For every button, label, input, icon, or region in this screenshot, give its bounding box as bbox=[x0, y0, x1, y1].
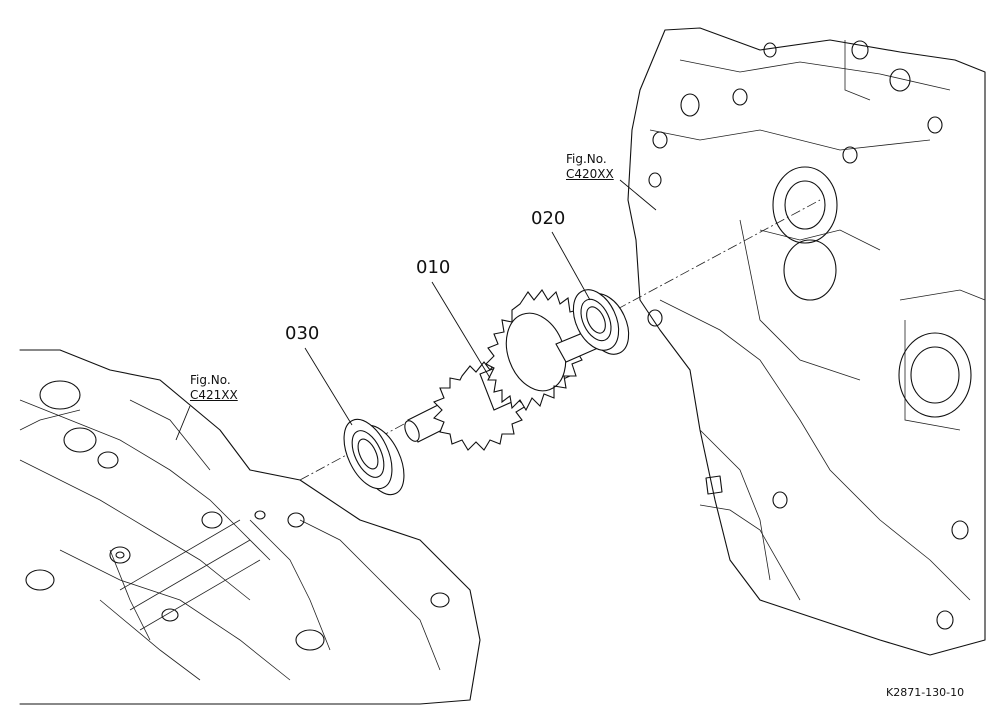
gear-shaft-assembly bbox=[404, 289, 599, 451]
callout-030: 030 bbox=[285, 323, 320, 344]
front-ball-bearing bbox=[572, 289, 630, 355]
leader-010 bbox=[431, 281, 491, 379]
drawing-reference-number: K2871-130-10 bbox=[886, 686, 965, 699]
leader-030 bbox=[304, 347, 353, 426]
rear-ball-bearing bbox=[343, 418, 405, 496]
callout-010: 010 bbox=[416, 257, 451, 278]
callout-020: 020 bbox=[531, 208, 566, 229]
right-transmission-case bbox=[627, 27, 986, 656]
figure-ref-right-code: C420XX bbox=[566, 167, 614, 181]
figure-ref-left-code: C421XX bbox=[190, 388, 238, 402]
left-transmission-case bbox=[19, 349, 481, 705]
figure-ref-left-prefix: Fig.No. bbox=[190, 373, 231, 387]
leader-lines bbox=[175, 179, 657, 441]
figure-ref-right-prefix: Fig.No. bbox=[566, 152, 607, 166]
leader-fig-c421 bbox=[175, 405, 191, 441]
figure-ref-right-case: Fig.No. C420XX bbox=[566, 152, 614, 182]
leader-020 bbox=[551, 231, 591, 301]
figure-ref-left-case: Fig.No. C421XX bbox=[190, 373, 238, 403]
leader-fig-c420 bbox=[619, 179, 657, 211]
